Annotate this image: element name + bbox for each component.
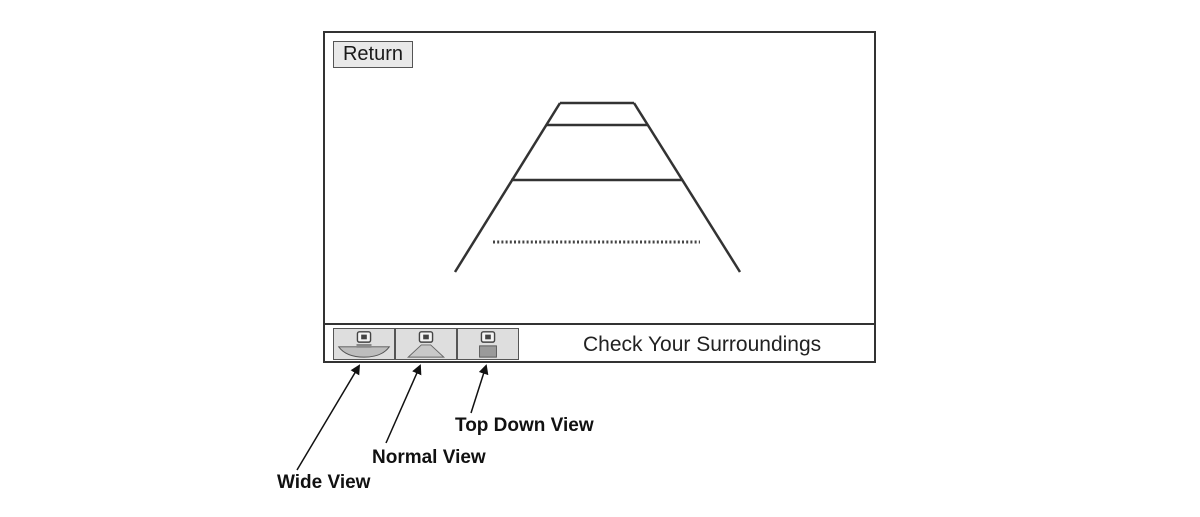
return-button[interactable]: Return: [333, 41, 413, 68]
parking-guidelines: [453, 101, 742, 273]
wide-view-arrow: [296, 364, 361, 471]
normal-view-icon: [406, 331, 446, 358]
camera-display: Return: [323, 31, 876, 363]
wide-view-icon: [337, 331, 391, 358]
normal-view-arrow: [385, 364, 422, 444]
left-guide-line: [453, 102, 562, 273]
status-message: Check Your Surroundings: [583, 333, 822, 356]
top-down-view-arrow: [470, 364, 489, 414]
top-down-view-label: Top Down View: [455, 415, 594, 436]
top-down-view-button[interactable]: [457, 328, 519, 360]
bottom-bar: Check Your Surroundings: [325, 323, 874, 361]
normal-view-button[interactable]: [395, 328, 457, 360]
wide-view-button[interactable]: [333, 328, 395, 360]
top-down-view-icon: [479, 331, 497, 358]
normal-view-label: Normal View: [372, 447, 486, 468]
right-guide-line: [632, 102, 742, 273]
wide-view-label: Wide View: [277, 472, 371, 493]
